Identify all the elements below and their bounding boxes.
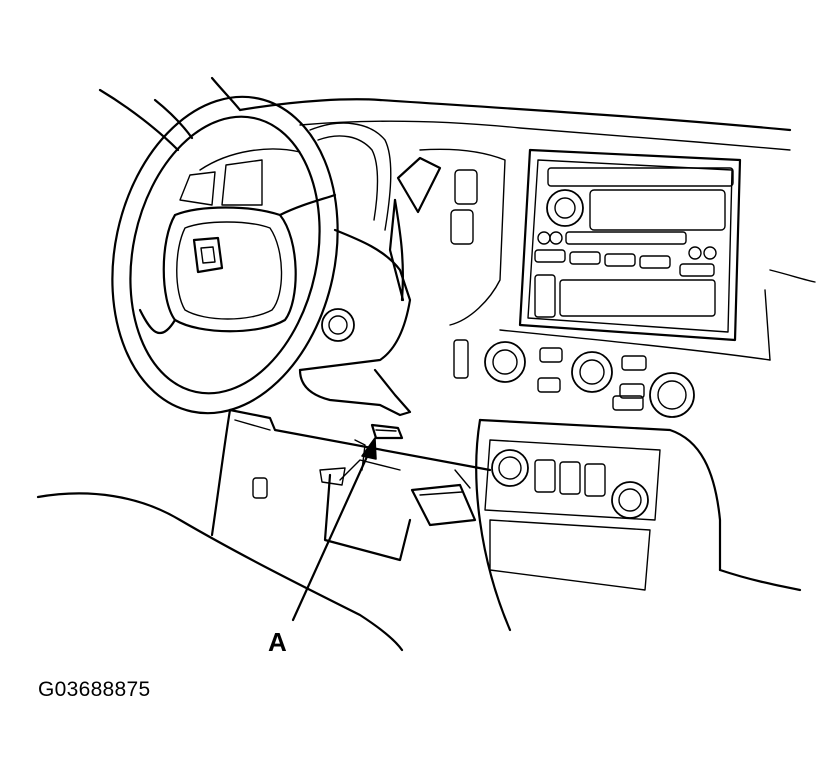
seat-edge [36,492,404,652]
steering-column [298,156,442,417]
audio-unit [518,148,742,342]
center-vents [419,148,506,379]
lower-console [475,418,802,632]
callout-arrow [291,437,377,622]
dashboard-top-edge [238,98,792,151]
diagnostic-connector [370,423,404,440]
climate-controls [484,329,771,418]
pedal [410,469,477,527]
steering-wheel [111,95,339,415]
callout-label-a: A [268,627,287,657]
lower-dash [210,408,492,537]
floor-panel [323,459,412,562]
right-dash-edge [764,269,816,361]
figure-id: G03688875 [38,678,151,701]
a-pillar [98,76,242,152]
instrument-cluster [179,122,392,231]
